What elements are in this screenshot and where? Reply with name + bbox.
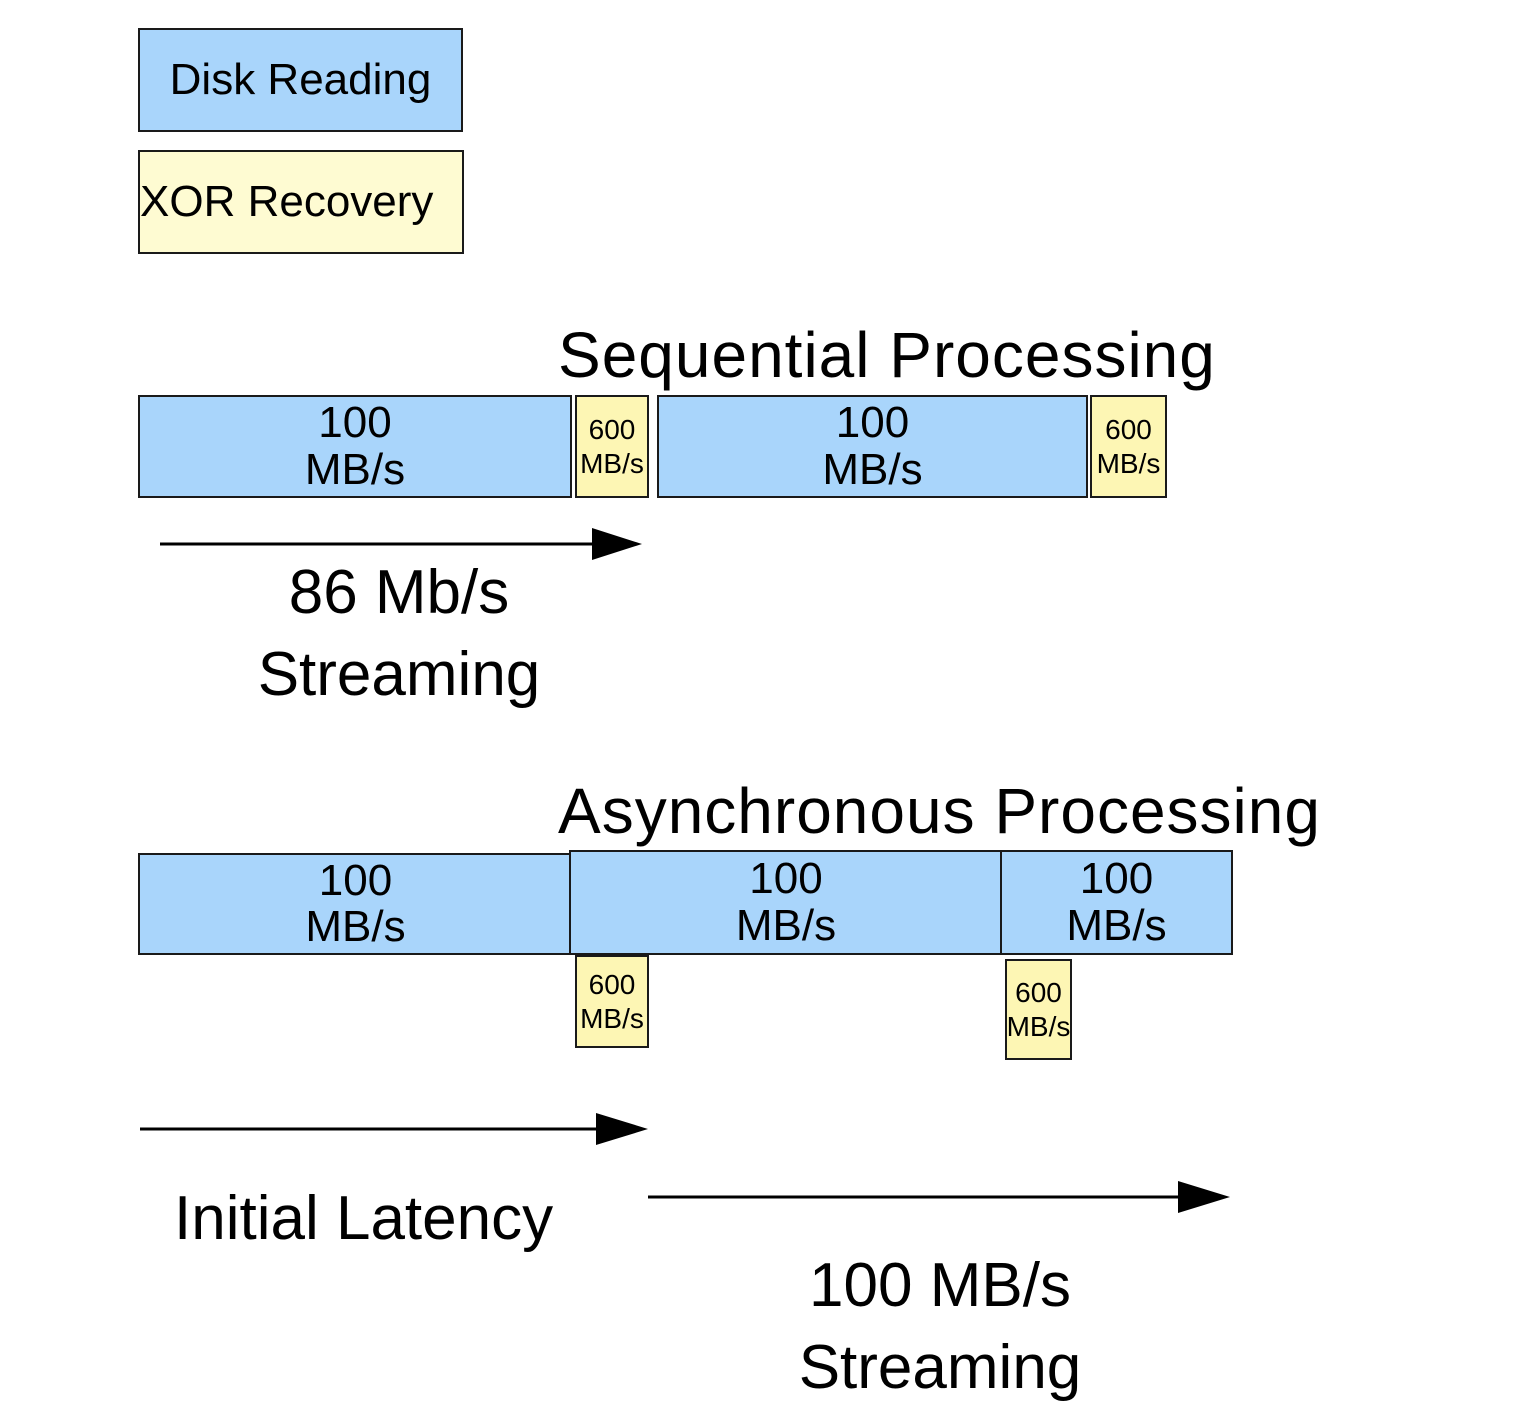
- async-disk-block-1-unit: MB/s: [305, 902, 406, 951]
- async-disk-block-3: 100 MB/s: [1000, 850, 1233, 955]
- async-disk-block-1-value: 100: [318, 855, 393, 905]
- seq-streaming-rate: 86 Mb/s: [288, 558, 510, 627]
- seq-disk-block-2-unit: MB/s: [822, 444, 923, 494]
- async-xor-block-1-unit: MB/s: [580, 1002, 644, 1034]
- legend-disk-reading: Disk Reading: [138, 28, 463, 132]
- async-streaming-label: 100 MB/s Streaming: [770, 1245, 1110, 1409]
- async-xor-block-2-unit: MB/s: [1006, 1010, 1071, 1042]
- async-streaming-rate: 100 MB/s: [809, 1251, 1071, 1320]
- legend-xor-recovery: XOR Recovery: [138, 150, 464, 254]
- async-xor-block-1-value: 600: [588, 968, 636, 1000]
- async-disk-block-3-unit: MB/s: [1066, 900, 1167, 950]
- seq-streaming-label: 86 Mb/s Streaming: [236, 552, 562, 716]
- legend-xor-recovery-label: XOR Recovery: [140, 176, 434, 226]
- async-disk-block-2: 100 MB/s: [569, 850, 1003, 955]
- async-streaming-arrow: [648, 1181, 1230, 1213]
- seq-xor-block-1: 600 MB/s: [575, 395, 649, 498]
- async-disk-block-2-value: 100: [749, 854, 823, 904]
- async-disk-block-1: 100 MB/s: [138, 853, 573, 955]
- legend-disk-reading-label: Disk Reading: [169, 54, 432, 104]
- seq-disk-block-1: 100 MB/s: [138, 395, 572, 498]
- seq-disk-block-2-value: 100: [835, 398, 910, 448]
- seq-xor-block-1-value: 600: [588, 413, 636, 445]
- async-xor-block-1: 600 MB/s: [575, 955, 649, 1048]
- seq-streaming-word: Streaming: [257, 639, 541, 709]
- seq-disk-block-2: 100 MB/s: [657, 395, 1088, 498]
- async-latency-label: Initial Latency: [174, 1184, 554, 1253]
- async-xor-block-2-value: 600: [1015, 976, 1062, 1008]
- async-streaming-word: Streaming: [798, 1332, 1082, 1402]
- async-latency-arrow: [140, 1113, 648, 1145]
- sequential-title: Sequential Processing: [558, 319, 1216, 391]
- async-title: Asynchronous Processing: [558, 775, 1321, 847]
- seq-disk-block-1-value: 100: [318, 398, 392, 448]
- seq-xor-block-2-unit: MB/s: [1096, 447, 1161, 479]
- seq-xor-block-1-unit: MB/s: [580, 447, 644, 479]
- async-disk-block-2-unit: MB/s: [735, 900, 837, 950]
- seq-xor-block-2-value: 600: [1105, 413, 1152, 445]
- async-disk-block-3-value: 100: [1079, 854, 1154, 904]
- async-xor-block-2: 600 MB/s: [1005, 959, 1072, 1060]
- seq-disk-block-1-unit: MB/s: [304, 444, 406, 494]
- seq-xor-block-2: 600 MB/s: [1090, 395, 1167, 498]
- seq-streaming-arrow: [160, 528, 642, 560]
